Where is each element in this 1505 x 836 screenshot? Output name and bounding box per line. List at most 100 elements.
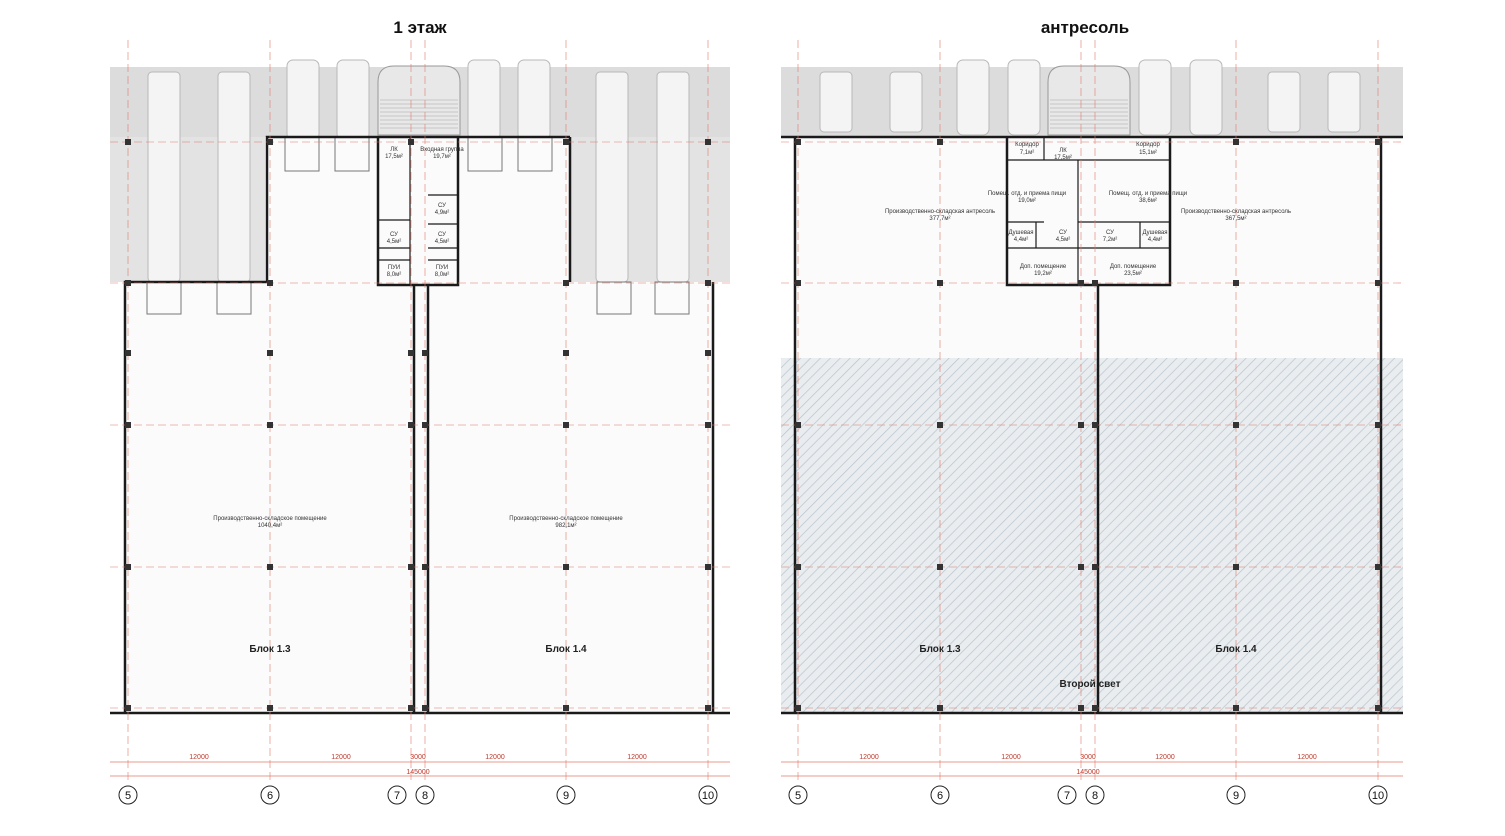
grid-axes-mezzanine [781,40,1403,780]
axis-label: 9 [1233,790,1239,802]
room-area: 1040,4м² [258,523,282,529]
plan-mezzanine: Коридор 7,1м² ЛК 17,5м² Коридор 15,1м² П… [781,40,1403,805]
truck-icon [1138,59,1172,136]
truck-icon [147,71,181,283]
axis-marker [930,785,950,805]
room-area: 4,4м² [1148,237,1162,243]
axis-label: 6 [937,790,943,802]
room-area: 7,1м² [1020,150,1034,156]
dimension-span: 12000 [1155,754,1175,761]
axis-marker [1368,785,1388,805]
axis-marker [788,785,808,805]
block-label: Блок 1.3 [249,644,291,655]
dimension-line-mezzanine: 12000 12000 3000 12000 12000 145000 [781,754,1403,777]
room-name: ЛК [1059,148,1067,154]
room-name: Входная группа [420,147,464,153]
axis-marker [415,785,435,805]
truck-icon [467,59,501,141]
plan-title-floor1: 1 этаж [393,18,447,37]
axis-label: 8 [1092,790,1098,802]
room-labels-mezzanine: Коридор 7,1м² ЛК 17,5м² Коридор 15,1м² П… [885,142,1291,690]
room-area: 4,4м² [1014,237,1028,243]
axis-label: 10 [1372,790,1384,802]
room-area: 23,5м² [1124,271,1142,277]
room-area: 367,5м² [1225,216,1246,222]
truck-icon [1267,71,1301,133]
room-name: Производственно-складская антресоль [885,209,995,215]
dimension-span: 12000 [189,754,209,761]
room-name: Коридор [1015,142,1039,148]
upper-hall-floor [267,137,570,283]
truck-icon [956,59,990,136]
room-name: Производственно-складское помещение [213,516,327,522]
entrance-canopy [1047,65,1131,136]
dimension-span: 3000 [1080,754,1096,761]
room-name: Производственно-складское помещение [509,516,623,522]
trucks-floor1 [147,59,690,283]
truck-icon [217,71,251,283]
room-labels-floor1: ЛК 17,5м² Входная группа 19,7м² СУ 4,9м²… [213,147,623,655]
room-name: Помещ. отд. и приема пищи [988,191,1066,197]
grid-axes-floor1 [110,40,730,780]
dimension-span: 12000 [331,754,351,761]
room-area: 19,7м² [433,154,451,160]
room-name: СУ [438,232,446,238]
plan-floor1: ЛК 17,5м² Входная группа 19,7м² СУ 4,9м²… [110,40,730,805]
room-name: СУ [1059,230,1067,236]
entrance-stairs [1050,99,1128,129]
axis-label: 7 [1064,790,1070,802]
dimension-span: 12000 [1001,754,1021,761]
columns-floor1 [125,139,711,711]
room-area: 982,1м² [555,523,576,529]
axis-label: 8 [422,790,428,802]
block-label: Блок 1.3 [919,644,961,655]
room-area: 4,9м² [435,210,449,216]
axis-label: 5 [125,790,131,802]
truck-icon [1189,59,1223,136]
room-name: ПУИ [388,265,400,271]
room-area: 38,6м² [1139,198,1157,204]
room-name: Доп. помещение [1020,264,1067,270]
room-name: Производственно-складская антресоль [1181,209,1291,215]
entrance-stairs [380,99,458,129]
room-name: ЛК [390,147,398,153]
block-label: Блок 1.4 [1215,644,1257,655]
room-name: Душевая [1008,230,1033,236]
room-area: 7,2м² [1103,237,1117,243]
room-area: 4,5м² [435,239,449,245]
room-name: Помещ. отд. и приема пищи [1109,191,1187,197]
axis-label: 7 [394,790,400,802]
partitions-mezzanine [1007,137,1170,285]
truck-icon [1327,71,1361,133]
block-label: Блок 1.4 [545,644,587,655]
axis-label: 5 [795,790,801,802]
axis-label: 6 [267,790,273,802]
axis-marker [556,785,576,805]
axis-markers-floor1: 5 6 7 8 9 10 [118,785,718,805]
axis-marker [1057,785,1077,805]
axis-marker [1226,785,1246,805]
axis-label: 9 [563,790,569,802]
dimension-total: 145000 [1076,769,1099,776]
axis-marker [1085,785,1105,805]
room-area: 19,0м² [1018,198,1036,204]
truck-icon [889,71,923,133]
second-light-label: Второй свет [1059,679,1120,690]
room-area: 15,1м² [1139,150,1157,156]
room-name: ПУИ [436,265,448,271]
plan-title-mezzanine: антресоль [1040,18,1130,37]
truck-icon [286,59,320,141]
dimension-total: 145000 [406,769,429,776]
room-name: Душевая [1142,230,1167,236]
partitions-floor1 [378,137,458,285]
dimension-line-floor1: 12000 12000 3000 12000 12000 145000 [110,754,730,777]
truck-icon [336,59,370,141]
warehouse-floor [125,282,715,712]
room-area: 377,7м² [929,216,950,222]
trucks-mezzanine [819,59,1361,136]
truck-icon [1007,59,1041,136]
axis-marker [698,785,718,805]
room-name: СУ [438,203,446,209]
room-area: 17,5м² [1054,155,1072,161]
